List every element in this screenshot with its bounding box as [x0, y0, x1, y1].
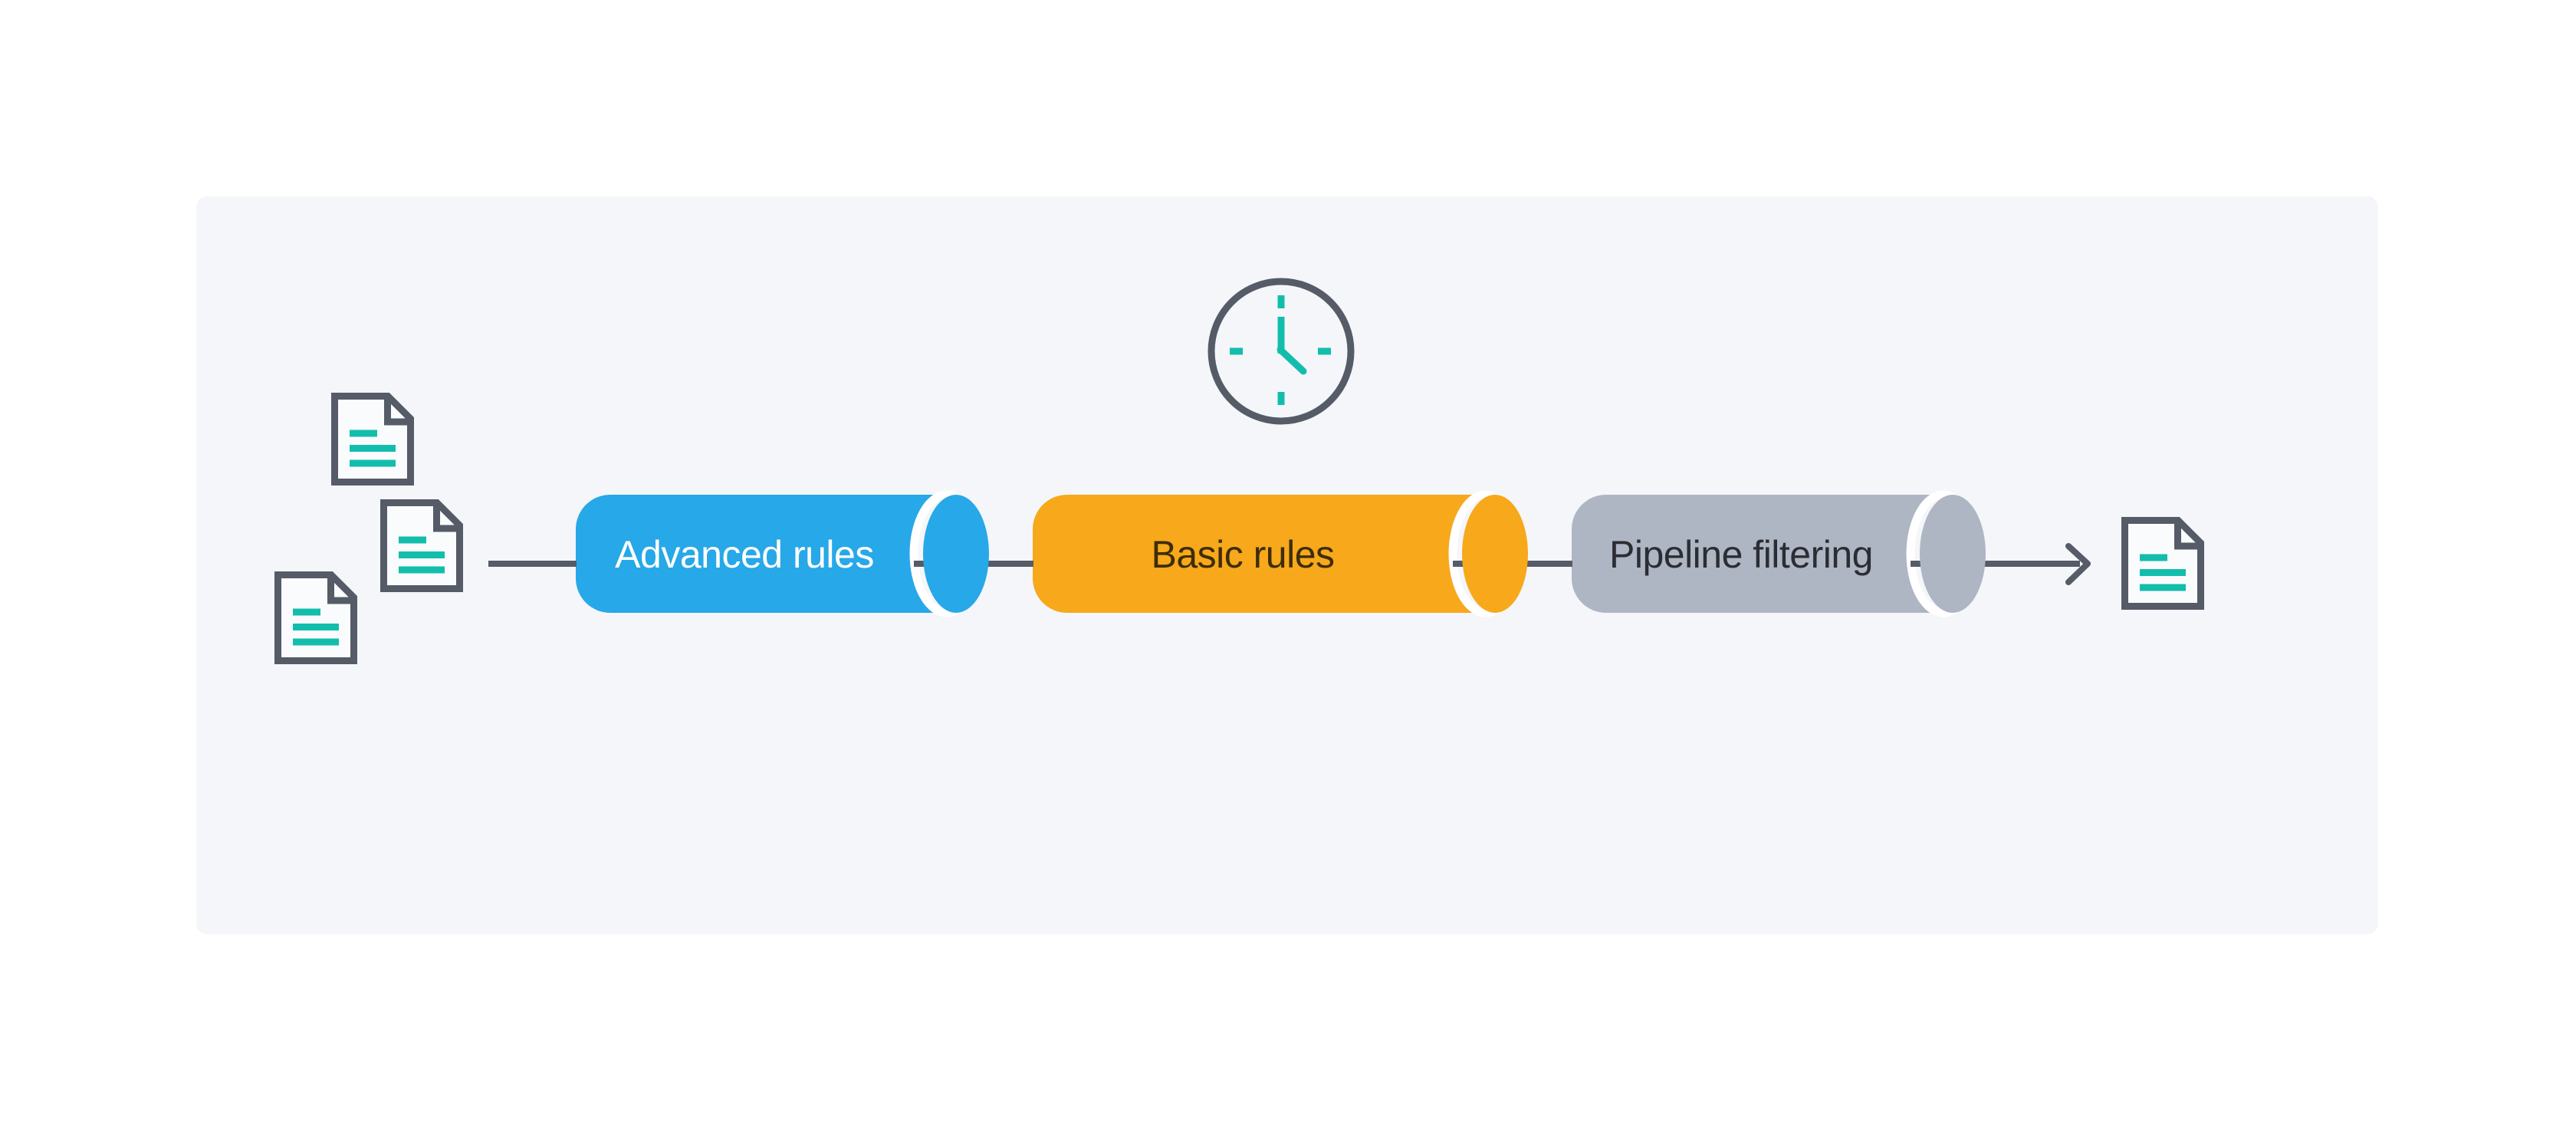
cylinder-cap-pipeline-filtering	[1920, 495, 1986, 613]
document-fold	[384, 397, 409, 426]
clock-hour-hand	[1276, 346, 1307, 375]
clock-tick-6	[1277, 392, 1285, 405]
document-text-lines	[293, 608, 339, 646]
input-documents-group	[274, 393, 463, 664]
document-text-lines	[350, 430, 396, 467]
clock-icon	[1208, 278, 1355, 425]
cylinder-body-advanced-rules	[576, 495, 947, 613]
clock-face	[1208, 278, 1355, 425]
document-outline	[380, 499, 463, 592]
stage-label-basic-rules: Basic rules	[1151, 533, 1334, 576]
output-document-group	[2121, 517, 2204, 610]
document-icon	[331, 393, 414, 486]
clock-tick-9	[1230, 347, 1243, 355]
document-icon	[2121, 517, 2204, 610]
document-icon	[380, 499, 463, 592]
cylinder-body-pipeline-filtering	[1572, 495, 1944, 613]
document-fold	[327, 576, 353, 604]
document-fold	[433, 504, 458, 532]
clock-tick-12	[1277, 295, 1285, 308]
document-text-lines	[2140, 554, 2186, 591]
document-text-lines	[399, 536, 445, 574]
document-outline	[2121, 517, 2204, 610]
cylinder-body-basic-rules	[1033, 495, 1486, 613]
document-fold	[2174, 522, 2200, 550]
cylinder-cap-basic-rules	[1462, 495, 1528, 613]
document-outline	[274, 571, 357, 664]
stage-label-advanced-rules: Advanced rules	[615, 533, 874, 576]
clock-tick-3	[1318, 347, 1331, 355]
stage-label-pipeline-filtering: Pipeline filtering	[1609, 533, 1873, 576]
document-icon	[274, 571, 357, 664]
arrow-right-icon	[2065, 543, 2091, 585]
cylinder-cap-advanced-rules	[923, 495, 989, 613]
document-outline	[331, 393, 414, 486]
